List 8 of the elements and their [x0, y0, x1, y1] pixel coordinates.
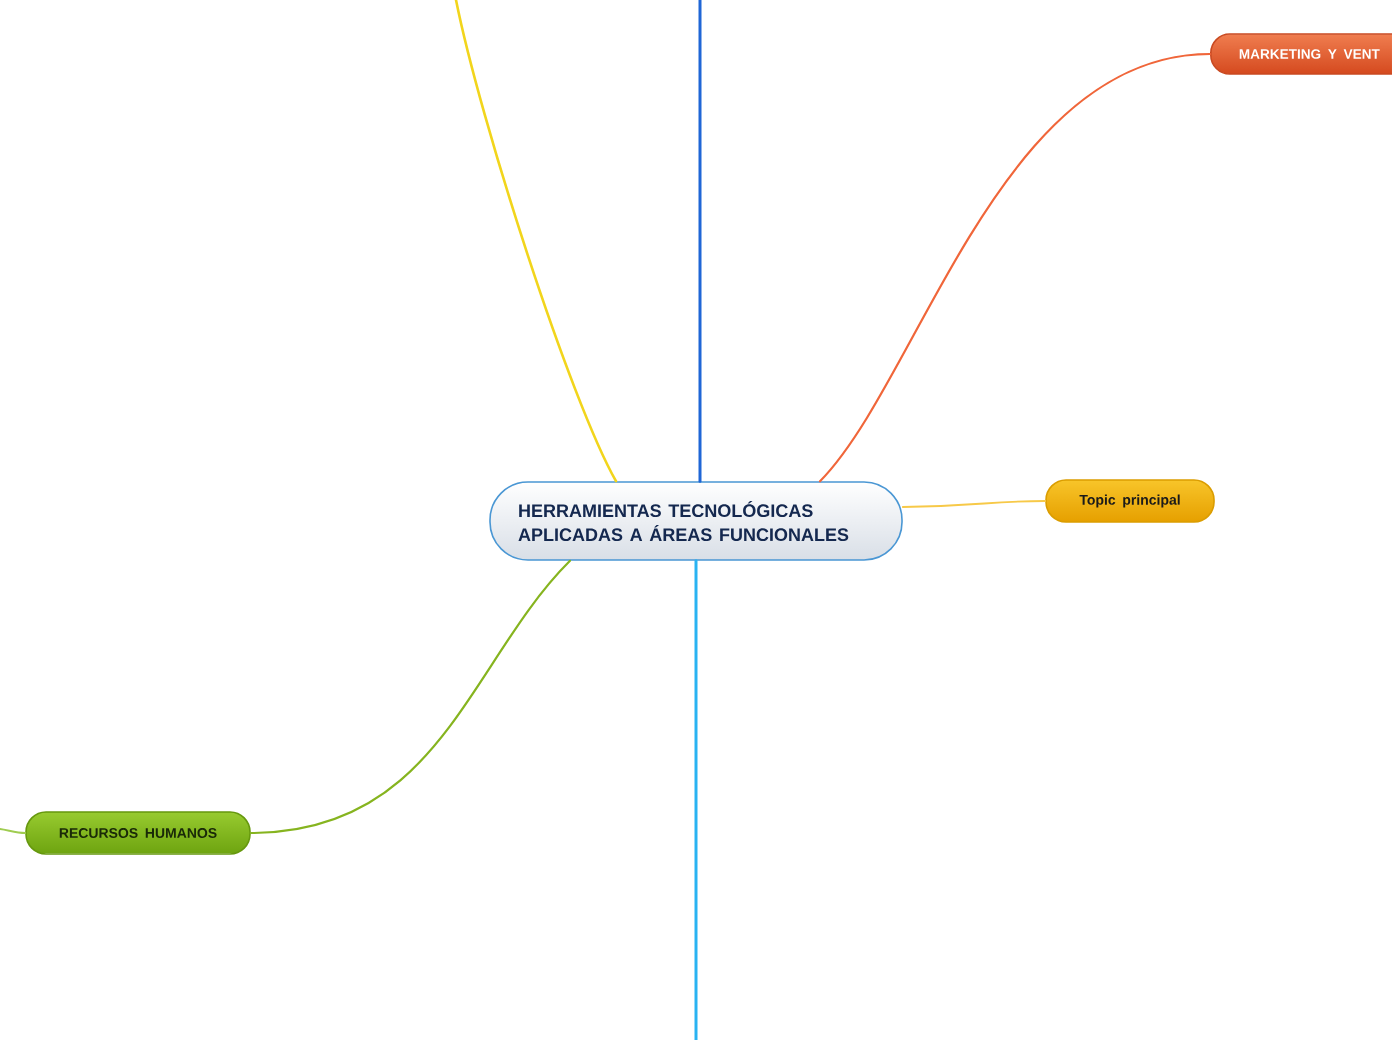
- branch-line: [818, 52, 1212, 483]
- branch-line: [0, 828, 27, 834]
- central-topic-box: HERRAMIENTAS TECNOLÓGICAS APLICADAS A ÁREAS FUNCIONALES: [489, 481, 903, 561]
- branch-line: [454, 0, 618, 483]
- branch-line: [698, 0, 702, 483]
- branch-line: [901, 500, 1047, 508]
- branch-line: [694, 559, 698, 1040]
- branch-line: [249, 559, 572, 835]
